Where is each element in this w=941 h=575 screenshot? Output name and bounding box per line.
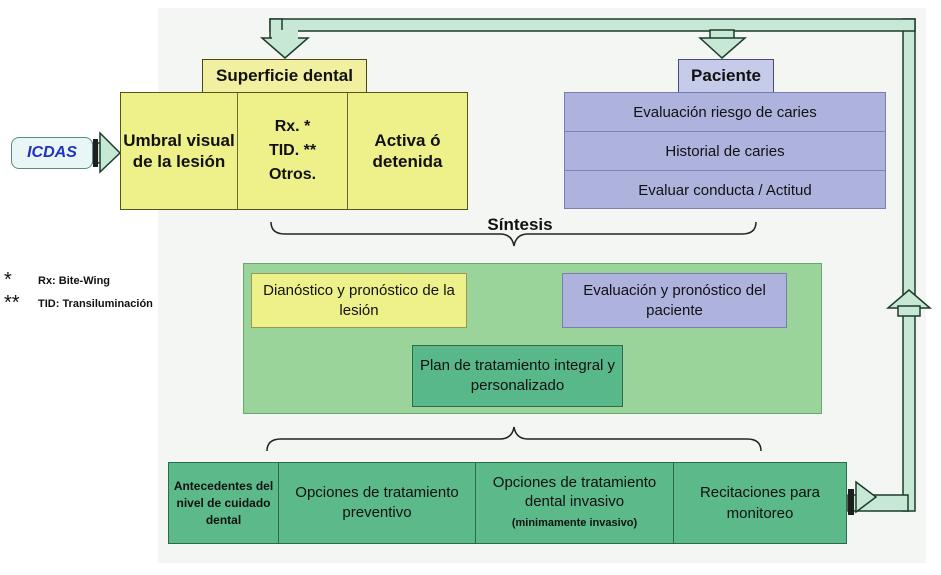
superficie-dental-box: Umbral visual de la lesión Rx. * TID. **… [120, 92, 468, 210]
bottom-exit-arrow [855, 480, 878, 514]
rx-star: * [304, 118, 311, 135]
legend-item-rx: * Rx: Bite-Wing [4, 269, 110, 292]
up-arrow-loop-band [897, 305, 921, 317]
invasivo-label: Opciones de tratamiento dental invasivo [492, 474, 657, 510]
umbral-visual-cell: Umbral visual de la lesión [123, 131, 235, 171]
plan-tratamiento-box: Plan de tratamiento integral y personali… [412, 345, 623, 407]
invasivo-sublabel: (minimamente invasivo) [511, 517, 638, 529]
loop-top-band [269, 18, 916, 32]
legend-item-tid: ** TID: Transiluminación [4, 292, 153, 315]
legend-text: Rx: Bite-Wing [38, 274, 111, 287]
tid-label: TID. [268, 142, 300, 159]
down-arrow-paciente [698, 37, 748, 60]
recitaciones-cell: Recitaciones para monitoreo [673, 463, 846, 543]
down-arrow-superficie-shaft [272, 30, 298, 40]
sintesis-brace [270, 221, 757, 247]
activa-detenida-cell: Activa ó detenida [347, 93, 467, 209]
options-row: Antecedentes del nivel de cuidado dental… [168, 462, 847, 544]
invasivo-cell: Opciones de tratamiento dental invasivo … [475, 463, 673, 543]
tid-star: ** [303, 142, 317, 159]
rx-line: Rx. * [275, 115, 311, 139]
paciente-item: Evaluar conducta / Actitud [638, 182, 812, 199]
diagnostic-methods-cell: Rx. * TID. ** Otros. [237, 93, 347, 209]
paciente-header: Paciente [678, 59, 774, 93]
loop-right-band [902, 18, 916, 512]
bottom-brace [266, 426, 762, 452]
paciente-item: Historial de caries [565, 132, 885, 171]
down-arrow-superficie [259, 37, 311, 59]
legend-symbol: * [4, 269, 12, 291]
antecedentes-cell: Antecedentes del nivel de cuidado dental [173, 478, 274, 527]
tid-line: TID. ** [269, 139, 316, 163]
sintesis-label: Síntesis [487, 215, 553, 234]
icdas-arrow-tab [93, 139, 98, 167]
superficie-dental-header: Superficie dental [202, 59, 367, 93]
evaluacion-box: Evaluación y pronóstico del paciente [562, 273, 787, 328]
icdas-arrow-head [99, 131, 122, 174]
diagnostico-box: Dianóstico y pronóstico de la lesión [251, 273, 467, 328]
icdas-badge: ICDAS [11, 137, 93, 169]
paciente-box: Evaluación riesgo de caries Historial de… [564, 92, 886, 209]
legend-text: TID: Transiluminación [38, 297, 153, 310]
legend-symbol: ** [4, 292, 20, 314]
preventivo-cell: Opciones de tratamiento preventivo [278, 463, 475, 543]
rx-label: Rx. [274, 118, 300, 135]
bottom-exit-tab [848, 489, 854, 515]
paciente-item: Evaluación riesgo de caries [565, 93, 885, 132]
otros-label: Otros. [268, 166, 317, 183]
